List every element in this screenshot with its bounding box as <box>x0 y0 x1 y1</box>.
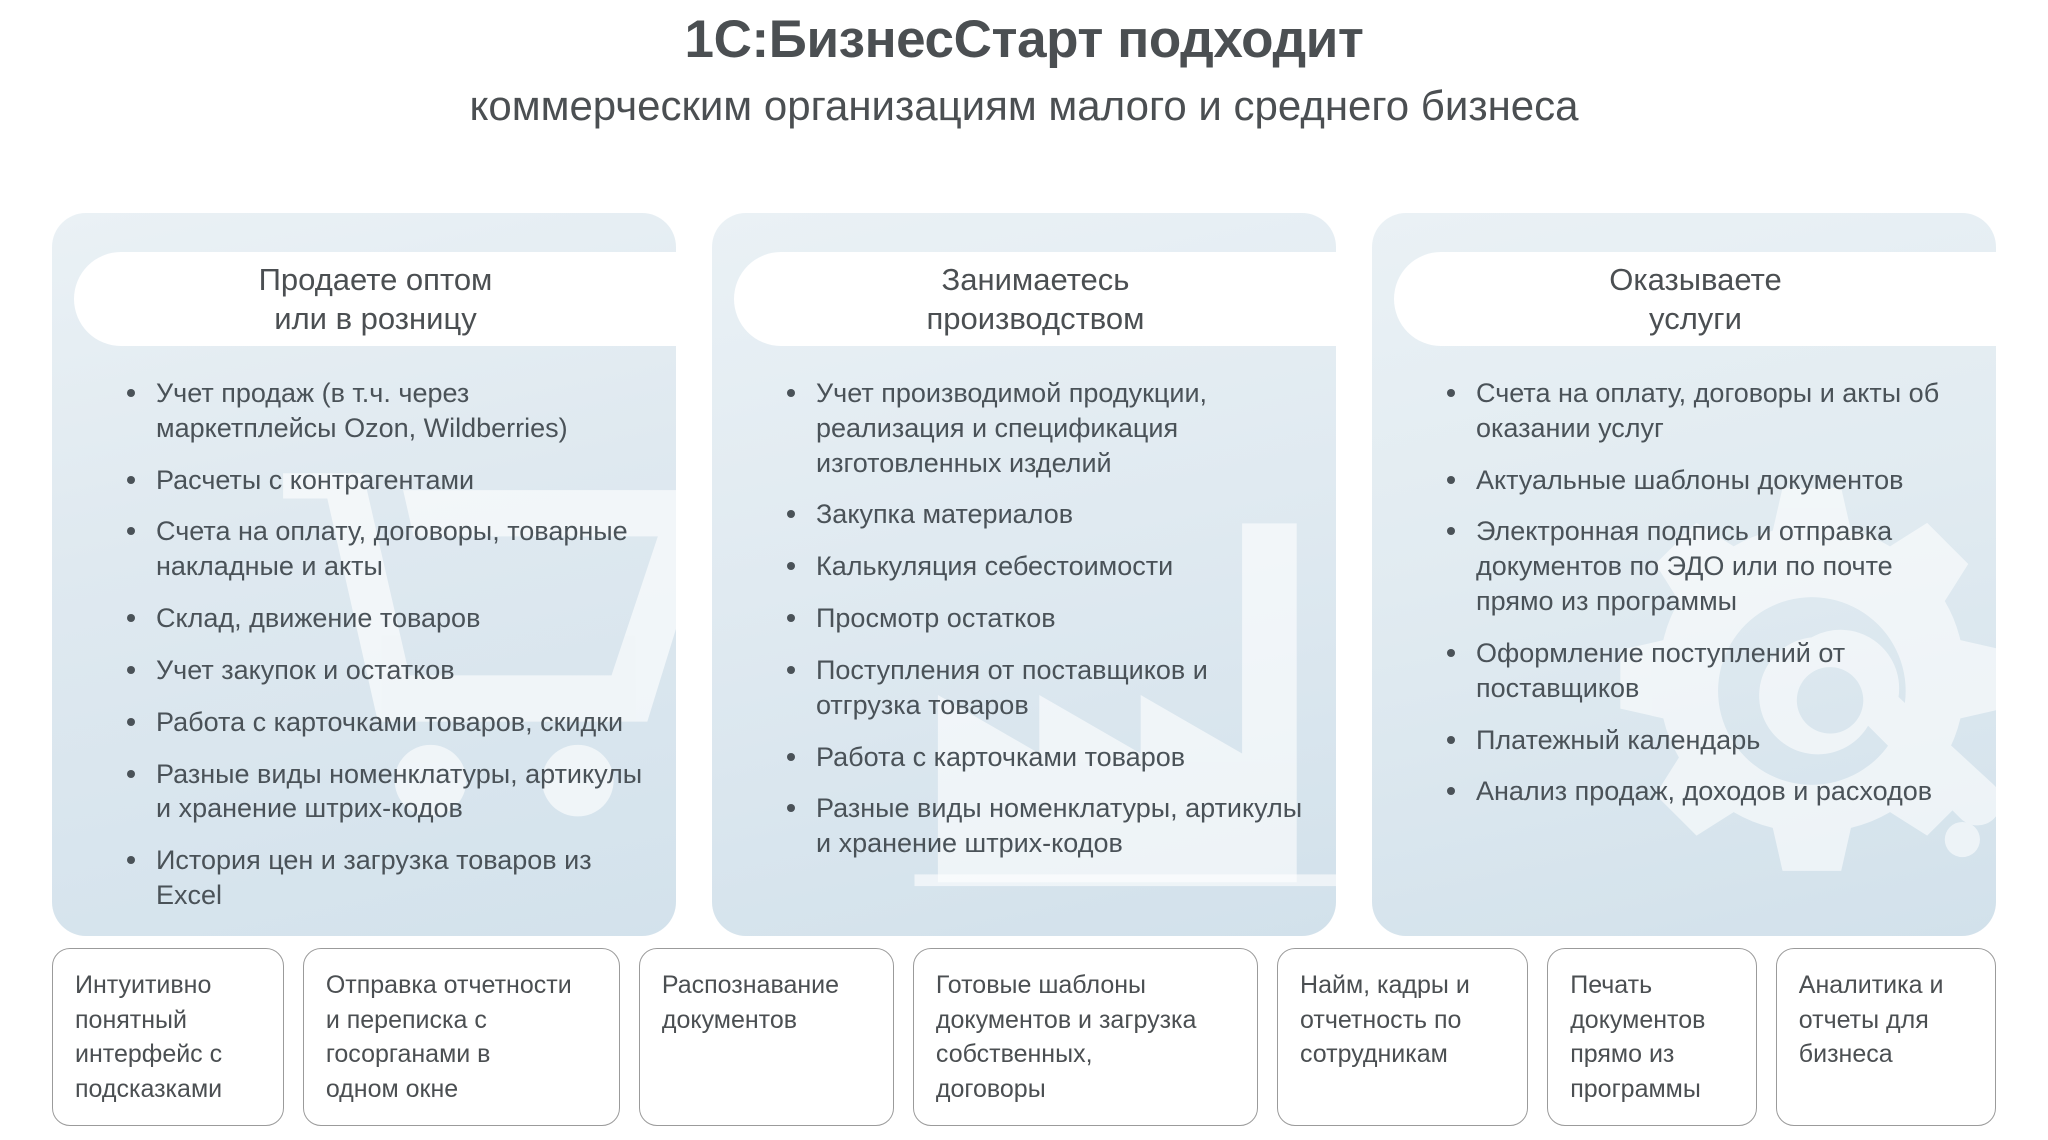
card-bullet-list: Учет производимой продукции, реализация … <box>780 376 1310 878</box>
card-heading-pill: Оказываете услуги <box>1394 252 1996 346</box>
card-heading-pill: Продаете оптом или в розницу <box>74 252 676 346</box>
bullet-item: Работа с карточками товаров <box>780 740 1310 775</box>
feature-chip[interactable]: Отправка отчетности и переписка с госорг… <box>302 948 620 1126</box>
card-heading-pill: Занимаетесь производством <box>734 252 1336 346</box>
bullet-item: Расчеты с контрагентами <box>120 463 650 498</box>
feature-chip[interactable]: Распознавание документов <box>638 948 894 1126</box>
bullet-item: Анализ продаж, доходов и расходов <box>1440 774 1970 809</box>
feature-card-retail[interactable]: Продаете оптом или в розницу Учет продаж… <box>52 213 676 936</box>
bullet-item: Учет закупок и остатков <box>120 653 650 688</box>
feature-chip[interactable]: Найм, кадры и отчетность по сотрудникам <box>1277 948 1529 1126</box>
bullet-item: Склад, движение товаров <box>120 601 650 636</box>
feature-chip[interactable]: Печать документов прямо из программы <box>1547 948 1757 1126</box>
bullet-item: История цен и загрузка товаров из Excel <box>120 843 650 913</box>
page-subtitle: коммерческим организациям малого и средн… <box>469 81 1579 129</box>
bullet-item: Просмотр остатков <box>780 601 1310 636</box>
feature-chips-row: Интуитивно понятный интерфейс с подсказк… <box>52 948 1996 1126</box>
bullet-item: Закупка материалов <box>780 497 1310 532</box>
bullet-item: Электронная подпись и отправка документо… <box>1440 514 1970 618</box>
card-heading-text: Оказываете услуги <box>1609 261 1782 336</box>
feature-cards-row: Продаете оптом или в розницу Учет продаж… <box>52 213 1996 936</box>
card-heading-text: Занимаетесь производством <box>926 261 1145 336</box>
bullet-item: Оформление поступлений от поставщиков <box>1440 636 1970 706</box>
card-bullet-list: Учет продаж (в т.ч. через маркетплейсы O… <box>120 376 650 930</box>
feature-chip[interactable]: Готовые шаблоны документов и загрузка со… <box>912 948 1259 1126</box>
bullet-item: Учет производимой продукции, реализация … <box>780 376 1310 480</box>
bullet-item: Работа с карточками товаров, скидки <box>120 705 650 740</box>
feature-chip[interactable]: Интуитивно понятный интерфейс с подсказк… <box>52 948 284 1126</box>
bullet-item: Платежный календарь <box>1440 723 1970 758</box>
bullet-item: Учет продаж (в т.ч. через маркетплейсы O… <box>120 376 650 446</box>
page-title: 1С:БизнесСтарт подходит <box>684 10 1364 69</box>
card-heading-text: Продаете оптом или в розницу <box>258 261 493 336</box>
card-bullet-list: Счета на оплату, договоры и акты об оказ… <box>1440 376 1970 826</box>
bullet-item: Поступления от поставщиков и отгрузка то… <box>780 653 1310 723</box>
bullet-item: Счета на оплату, договоры, товарные накл… <box>120 514 650 584</box>
bullet-item: Калькуляция себестоимости <box>780 549 1310 584</box>
feature-chip[interactable]: Аналитика и отчеты для бизнеса <box>1775 948 1996 1126</box>
bullet-item: Разные виды номенклатуры, артикулы и хра… <box>120 757 650 827</box>
bullet-item: Разные виды номенклатуры, артикулы и хра… <box>780 791 1310 861</box>
header: 1С:БизнесСтарт подходит коммерческим орг… <box>0 0 2048 133</box>
feature-card-manufacturing[interactable]: Занимаетесь производством Учет производи… <box>712 213 1336 936</box>
feature-card-services[interactable]: Оказываете услуги Счета на оплату, догов… <box>1372 213 1996 936</box>
bullet-item: Счета на оплату, договоры и акты об оказ… <box>1440 376 1970 446</box>
bullet-item: Актуальные шаблоны документов <box>1440 463 1970 498</box>
